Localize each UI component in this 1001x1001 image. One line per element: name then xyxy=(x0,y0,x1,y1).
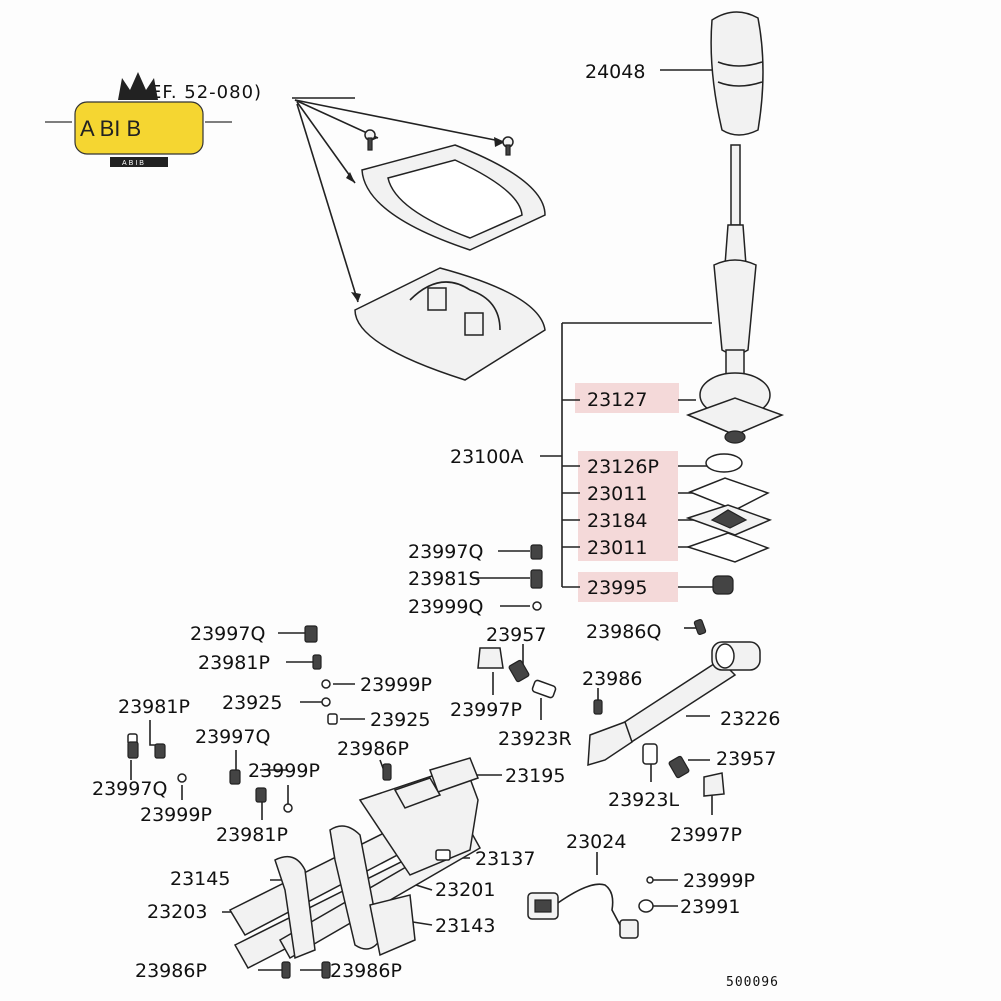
shift-knob xyxy=(710,11,764,136)
abib-logo: A BI B ABIB xyxy=(45,72,232,167)
label-23986[interactable]: 23986 xyxy=(582,668,642,690)
label-23986Q[interactable]: 23986Q xyxy=(586,621,661,643)
label-23145[interactable]: 23145 xyxy=(170,868,230,890)
label-23981S[interactable]: 23981S xyxy=(408,568,481,590)
label-23997Q-c[interactable]: 23997Q xyxy=(195,726,270,748)
label-23203[interactable]: 23203 xyxy=(147,901,207,923)
arrowheads xyxy=(346,131,505,302)
label-23126P[interactable]: 23126P xyxy=(587,456,659,478)
label-23991[interactable]: 23991 xyxy=(680,896,740,918)
label-23999P-a[interactable]: 23999P xyxy=(360,674,432,696)
label-23184[interactable]: 23184 xyxy=(587,510,647,532)
shift-fork-assembly xyxy=(228,757,482,969)
logo-subtext: ABIB xyxy=(122,160,146,167)
label-23925-a[interactable]: 23925 xyxy=(222,692,282,714)
label-23999P-c[interactable]: 23999P xyxy=(140,804,212,826)
highlight-23127 xyxy=(575,383,679,413)
label-23997Q-b[interactable]: 23997Q xyxy=(190,623,265,645)
crown-icon xyxy=(118,72,158,100)
label-23195[interactable]: 23195 xyxy=(505,765,565,787)
label-23986P-a[interactable]: 23986P xyxy=(337,738,409,760)
bushing-23995 xyxy=(712,575,734,595)
label-23923R[interactable]: 23923R xyxy=(498,728,572,750)
gasket-23011-b xyxy=(685,532,771,563)
highlight-23184 xyxy=(578,506,678,534)
label-23143[interactable]: 23143 xyxy=(435,915,495,937)
leader-lines xyxy=(130,69,720,971)
label-23999Q[interactable]: 23999Q xyxy=(408,596,483,618)
highlight-23995 xyxy=(578,572,678,602)
label-23100A[interactable]: 23100A xyxy=(450,446,523,468)
label-23986P-c[interactable]: 23986P xyxy=(330,960,402,982)
logo-badge xyxy=(74,101,204,155)
label-23999P-b[interactable]: 23999P xyxy=(248,760,320,782)
label-23925-b[interactable]: 23925 xyxy=(370,709,430,731)
logo-text: A BI B xyxy=(80,116,141,141)
lever-sleeve xyxy=(713,259,757,355)
label-23137[interactable]: 23137 xyxy=(475,848,535,870)
highlight-23126P xyxy=(578,451,678,481)
label-23226[interactable]: 23226 xyxy=(720,708,780,730)
label-23997Q-d[interactable]: 23997Q xyxy=(92,778,167,800)
label-23995[interactable]: 23995 xyxy=(587,577,647,599)
label-23957-a[interactable]: 23957 xyxy=(486,624,546,646)
boot-plate-lower xyxy=(354,267,546,381)
label-23981P-a[interactable]: 23981P xyxy=(198,652,270,674)
label-23997P-a[interactable]: 23997P xyxy=(450,699,522,721)
label-23986P-b[interactable]: 23986P xyxy=(135,960,207,982)
label-23981P-b[interactable]: 23981P xyxy=(118,696,190,718)
label-23127[interactable]: 23127 xyxy=(587,389,647,411)
label-23957-b[interactable]: 23957 xyxy=(716,748,776,770)
label-23201[interactable]: 23201 xyxy=(435,879,495,901)
label-23997Q-a[interactable]: 23997Q xyxy=(408,541,483,563)
neutral-switch xyxy=(619,919,639,939)
label-23011-b[interactable]: 23011 xyxy=(587,537,647,559)
label-24048[interactable]: 24048 xyxy=(585,61,645,83)
gasket-23011-a xyxy=(687,477,770,511)
label-23923L[interactable]: 23923L xyxy=(608,789,679,811)
highlight-23011-b xyxy=(578,533,678,561)
label-23011-a[interactable]: 23011 xyxy=(587,483,647,505)
label-23999P-d[interactable]: 23999P xyxy=(683,870,755,892)
highlight-23011-a xyxy=(578,479,678,507)
diagram-code: 500096 xyxy=(726,975,779,990)
label-23997P-b[interactable]: 23997P xyxy=(670,824,742,846)
label-23981P-c[interactable]: 23981P xyxy=(216,824,288,846)
label-23024[interactable]: 23024 xyxy=(566,831,626,853)
washer-23126P xyxy=(705,453,743,473)
lever-rod-top xyxy=(730,144,741,226)
reference-label: EF. 52-080) xyxy=(150,82,262,103)
